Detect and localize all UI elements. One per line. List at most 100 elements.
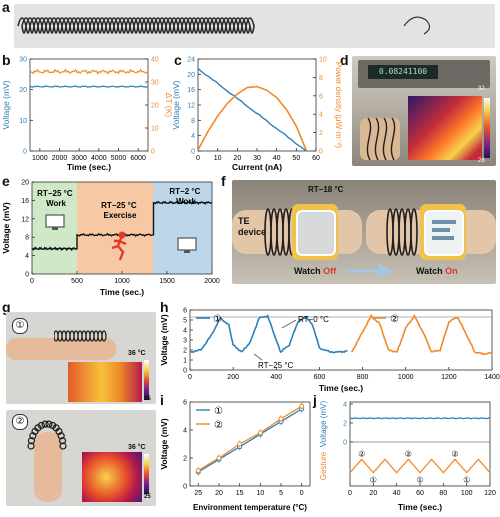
chart-b-right-ytick-label: 20	[151, 103, 159, 110]
chart-h-ytick-label: 4	[183, 328, 187, 335]
multimeter-photo: 0.08241100 32 26	[352, 56, 496, 166]
finger-coil-2	[27, 420, 67, 450]
watch-off-prefix: Watch	[294, 266, 324, 276]
finger-photo-2: ② 36 °C 25	[6, 410, 156, 506]
chart-e-bg-cold-work	[153, 182, 212, 274]
chart-h-ytick-label: 0	[183, 368, 187, 375]
chart-i-ylabel: Voltage (mV)	[159, 418, 169, 469]
chart-j-xtick-label: 40	[393, 490, 401, 497]
chart-e-seg2-label: RT−25 °C Exercise	[101, 201, 139, 220]
chart-c-left-ytick-label: 20	[187, 72, 195, 79]
chart-h-xtick-label: 1200	[441, 374, 457, 381]
finger-2	[34, 432, 62, 502]
chart-j-voltage-line	[349, 416, 491, 420]
chart-e-bg-exercise	[77, 182, 154, 274]
multimeter-display: 0.08241100	[368, 65, 438, 79]
chart-j-gesture-mark-1: ①	[370, 476, 377, 485]
chart-j-xtick-label: 60	[416, 490, 424, 497]
chart-j-ytick-label: 0	[343, 440, 347, 447]
watch-on-face	[424, 210, 464, 256]
chart-j-gesture-mark-2: ②	[358, 449, 365, 458]
chart-b-deltaT-line	[29, 68, 149, 75]
panel-label-a: a	[2, 0, 10, 15]
ir-colorbar-2	[144, 454, 149, 494]
chart-b-xtick-label: 3000	[71, 155, 87, 162]
chart-c-xlabel: Current (nA)	[232, 162, 282, 172]
chart-b-right-ytick-label: 10	[151, 126, 159, 133]
chart-e-xtick-label: 2000	[204, 278, 220, 285]
ir-colorbar-1	[144, 360, 149, 400]
chart-i-xtick-label: 20	[215, 490, 223, 497]
finger-coil-loop	[41, 420, 49, 428]
finger-coil-loop	[27, 437, 36, 445]
finger-coil-loop	[59, 442, 67, 450]
chart-h-xtick-label: 1400	[484, 374, 500, 381]
watch-screen-row2	[432, 228, 450, 232]
chart-b-ylabel-left: Voltage (mV)	[1, 80, 11, 129]
chart-h-xtick-label: 800	[357, 374, 369, 381]
chart-c-xtick-label: 30	[253, 155, 261, 162]
chart-i-point	[237, 441, 243, 447]
wrist-coil-loop	[282, 208, 290, 256]
chart-h-ytick-label: 2	[183, 348, 187, 355]
chart-i-xtick-label: 15	[236, 490, 244, 497]
wrist-coil-loop	[404, 208, 412, 256]
chart-c-xtick-label: 50	[292, 155, 300, 162]
chart-i-series1-line	[197, 408, 303, 473]
chart-e-ytick-label: 16	[21, 198, 29, 205]
chart-b-xtick-label: 4000	[91, 155, 107, 162]
chart-i-legend2: ②	[214, 420, 223, 431]
chart-e-xtick-label: 0	[30, 278, 34, 285]
watch-on-prefix: Watch	[416, 266, 446, 276]
chart-j-gesture-mark-2: ②	[451, 449, 458, 458]
chart-i-point	[257, 430, 263, 436]
ir-scale-top-1: 36 °C	[128, 350, 146, 357]
chart-c-left-ytick-label: 12	[187, 103, 195, 110]
finger-coil-loop	[58, 437, 67, 445]
chart-c-left-ytick-label: 16	[187, 87, 195, 94]
watch-photo: TE device RT−18 °C Watch Off Watch On	[232, 180, 496, 284]
chart-h-annot-bottom: RT−25 °C	[258, 361, 294, 370]
chart-e-xtick-label: 1000	[114, 278, 130, 285]
watch-on-label: Watch On	[416, 266, 458, 276]
panel-label-f: f	[221, 173, 226, 189]
chart-j-ytick-label: 2	[343, 421, 347, 428]
chart-i-point	[216, 455, 222, 461]
chart-c-xtick-label: 0	[196, 155, 200, 162]
chart-j-gesture-mark-1: ①	[416, 476, 423, 485]
ir-scale-bottom: 26	[478, 158, 485, 164]
chart-i-series2-line	[197, 405, 303, 472]
finger-coil-loop	[57, 432, 65, 440]
chart-e-ytick-label: 4	[25, 253, 29, 260]
arrow-right-icon	[346, 264, 392, 278]
finger-coil-loop	[101, 330, 107, 342]
chart-j-xtick-label: 100	[461, 490, 473, 497]
chart-h-annot-top-arrow	[281, 319, 297, 329]
chart-c-xtick-label: 20	[233, 155, 241, 162]
seg1-line2: Work	[46, 199, 66, 208]
chart-c-left-ytick-label: 24	[187, 57, 195, 64]
watch-screen-row3	[432, 236, 454, 240]
chart-c-left-ytick-label: 8	[191, 118, 195, 125]
chart-j-ylabel-bottom: Gesture	[319, 451, 328, 480]
chart-b-left-ytick-label: 0	[23, 149, 27, 156]
chart-e-ytick-label: 12	[21, 216, 29, 223]
seg2-line1: RT−25 °C	[101, 201, 137, 210]
watch-off-state: Off	[323, 266, 337, 276]
runner-icon	[111, 231, 127, 261]
chart-j-xtick-label: 0	[348, 490, 352, 497]
finger-coil-loop	[37, 421, 45, 430]
ir-image-1	[68, 362, 142, 402]
chart-c-right-ytick-label: 6	[319, 93, 323, 100]
panel-label-e: e	[2, 173, 10, 189]
finger-photo-1: ① 36 °C 25	[6, 312, 156, 404]
infrared-image	[408, 96, 482, 160]
chart-b-left-ytick-label: 20	[19, 87, 27, 94]
panel-label-d: d	[340, 52, 349, 68]
chart-b-right-ytick-label: 0	[151, 149, 155, 156]
chart-c-right-ytick-label: 4	[319, 112, 323, 119]
panel-label-j: j	[313, 392, 317, 408]
chart-h-xtick-label: 0	[188, 374, 192, 381]
